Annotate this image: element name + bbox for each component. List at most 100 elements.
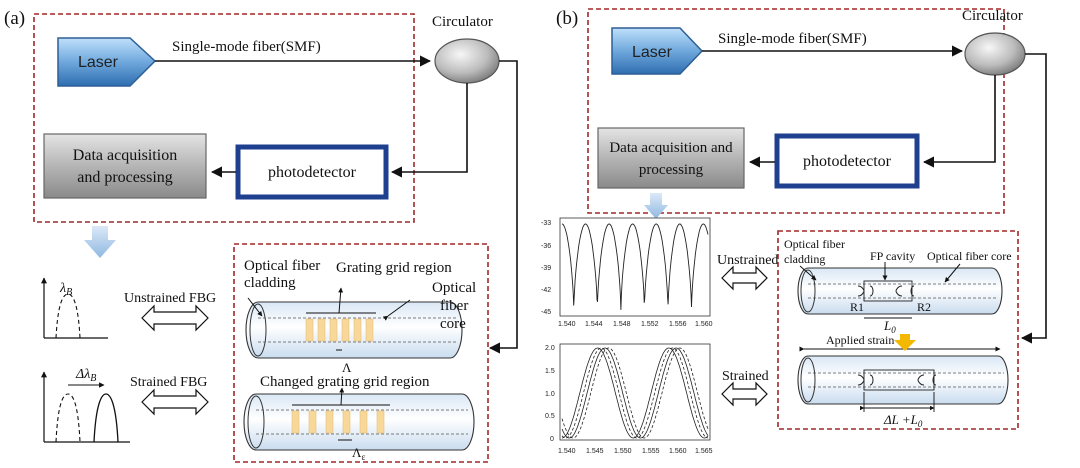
plot2-yticks: 2.0 1.5 1.0 0.5 0	[545, 345, 555, 443]
laser-label-b: Laser	[632, 44, 673, 61]
grating-elements-unstrained	[305, 318, 374, 342]
panel-a-label: (a)	[4, 8, 25, 29]
fbg-fiber-strained: Λε	[243, 387, 475, 462]
fp-fiber-unstrained	[797, 262, 1003, 319]
fp-spectrum-unstrained: -33 -36 -39 -42 -45 1.540 1.544 1.548 1.…	[541, 217, 713, 328]
applied-strain-label: Applied strain	[826, 333, 894, 347]
strain-indicator-arrow	[894, 334, 916, 351]
svg-text:1.0: 1.0	[545, 391, 555, 398]
daq-label-a-line1: Data acquisition	[73, 147, 177, 164]
laser-label-a: Laser	[78, 54, 119, 71]
svg-text:1.544: 1.544	[585, 321, 603, 328]
svg-text:1.540: 1.540	[558, 321, 576, 328]
strained-curve	[561, 347, 709, 439]
delta-lambda-b-label: ΔλB	[75, 367, 96, 384]
svg-text:1.556: 1.556	[669, 321, 687, 328]
svg-text:-42: -42	[541, 287, 551, 294]
svg-text:1.5: 1.5	[545, 368, 555, 375]
fp-spectrum-curve-unstrained	[561, 223, 709, 310]
r1-label: R1	[850, 300, 864, 314]
down-arrow-b	[644, 193, 668, 219]
double-arrow-strained-a	[141, 388, 209, 416]
circulator-label-a: Circulator	[432, 14, 493, 30]
smf-label-b: Single-mode fiber(SMF)	[718, 31, 867, 47]
circulator-to-pd-b	[922, 75, 996, 168]
fp-cavity-label: FP cavity	[870, 249, 915, 263]
svg-text:1.545: 1.545	[586, 448, 604, 455]
daq-label-b-line2: processing	[639, 162, 704, 178]
circulator-b	[964, 32, 1026, 76]
sensor-dashed-frame-a	[233, 243, 489, 463]
laser-block-b	[611, 27, 704, 75]
delta-l-label: ΔL +L0	[883, 412, 923, 429]
svg-text:-39: -39	[541, 265, 551, 272]
core-label-a-line2: fiber	[440, 298, 468, 314]
cladding-label-a-line2: cladding	[244, 275, 296, 291]
plot1-yticks: -33 -36 -39 -42 -45	[541, 220, 551, 316]
cladding-label-a-line1: Optical fiber	[244, 258, 320, 274]
daq-label-a-line2: and processing	[77, 169, 173, 186]
photodetector-label-a: photodetector	[268, 164, 357, 181]
core-label-a-line1: Optical	[432, 280, 476, 296]
core-label-a-line3: core	[440, 316, 466, 332]
smf-label-a: Single-mode fiber(SMF)	[172, 39, 321, 55]
fp-fiber-strained	[797, 355, 1009, 412]
svg-text:0.5: 0.5	[545, 413, 555, 420]
laser-block-a	[57, 37, 157, 87]
photodetector-block-a	[235, 144, 389, 200]
cladding-label-b-line2: cladding	[784, 252, 825, 266]
double-arrow-unstrained-a	[141, 304, 209, 332]
svg-text:1.550: 1.550	[614, 448, 632, 455]
svg-text:1.565: 1.565	[695, 448, 713, 455]
circulator-label-b: Circulator	[962, 8, 1023, 24]
grating-region-label: Grating grid region	[336, 260, 452, 276]
svg-text:-45: -45	[541, 309, 551, 316]
svg-text:-33: -33	[541, 220, 551, 227]
fp-spectrum-curves-strained	[561, 347, 709, 439]
svg-text:2.0: 2.0	[545, 345, 555, 352]
svg-text:-36: -36	[541, 243, 551, 250]
unstrained-fbg-label: Unstrained FBG	[124, 291, 216, 306]
double-arrow-unstrained-b	[721, 265, 768, 291]
svg-text:0: 0	[550, 436, 554, 443]
panel-b: (b) Laser Single-mode fiber(SMF) Circula…	[541, 8, 1047, 455]
svg-text:1.560: 1.560	[669, 448, 687, 455]
svg-text:1.552: 1.552	[641, 321, 659, 328]
double-arrow-strained-b	[721, 381, 768, 407]
daq-label-b-line1: Data acquisition and	[609, 140, 733, 156]
svg-text:1.540: 1.540	[558, 448, 576, 455]
photodetector-block-b	[774, 133, 920, 189]
sensor-dashed-frame-b	[777, 230, 1019, 430]
plot2-xticks: 1.540 1.545 1.550 1.555 1.560 1.565	[558, 448, 713, 455]
svg-text:1.548: 1.548	[613, 321, 631, 328]
system-dashed-frame-b	[587, 8, 1005, 214]
strained-period-label: Λε	[352, 445, 365, 462]
fp-spectrum-strained: 2.0 1.5 1.0 0.5 0 1.540 1.545 1.550 1.55…	[545, 343, 713, 455]
lambda-b-label: λB	[59, 281, 72, 298]
panel-a: (a) Laser Single-mode fiber(SMF) Circula…	[4, 8, 518, 463]
changed-grating-region-label: Changed grating grid region	[260, 374, 430, 390]
r2-label: R2	[917, 300, 931, 314]
photodetector-label-b: photodetector	[803, 153, 892, 170]
circulator-to-pd-a	[390, 83, 468, 178]
daq-block-a	[43, 133, 207, 199]
strained-curve	[561, 347, 709, 439]
system-dashed-frame-a	[33, 13, 415, 223]
l0-label: L0	[883, 318, 896, 335]
fbg-fiber-unstrained: Λ	[245, 287, 463, 375]
grating-elements-strained	[291, 410, 385, 434]
circulator-to-sensor-b	[1020, 53, 1047, 344]
svg-text:1.555: 1.555	[642, 448, 660, 455]
strained-curve	[561, 347, 709, 439]
circulator-to-sensor-a	[488, 60, 518, 354]
cladding-label-b-line1: Optical fiber	[784, 237, 845, 251]
plot1-xticks: 1.540 1.544 1.548 1.552 1.556 1.560	[558, 321, 713, 328]
down-arrow-a	[84, 226, 116, 258]
circulator-a	[434, 38, 500, 84]
strained-label-b: Strained	[722, 369, 769, 384]
svg-text:1.560: 1.560	[695, 321, 713, 328]
unstrained-label-b: Unstrained	[717, 253, 778, 268]
core-label-b: Optical fiber core	[927, 249, 1012, 263]
strained-fbg-label: Strained FBG	[130, 375, 207, 390]
